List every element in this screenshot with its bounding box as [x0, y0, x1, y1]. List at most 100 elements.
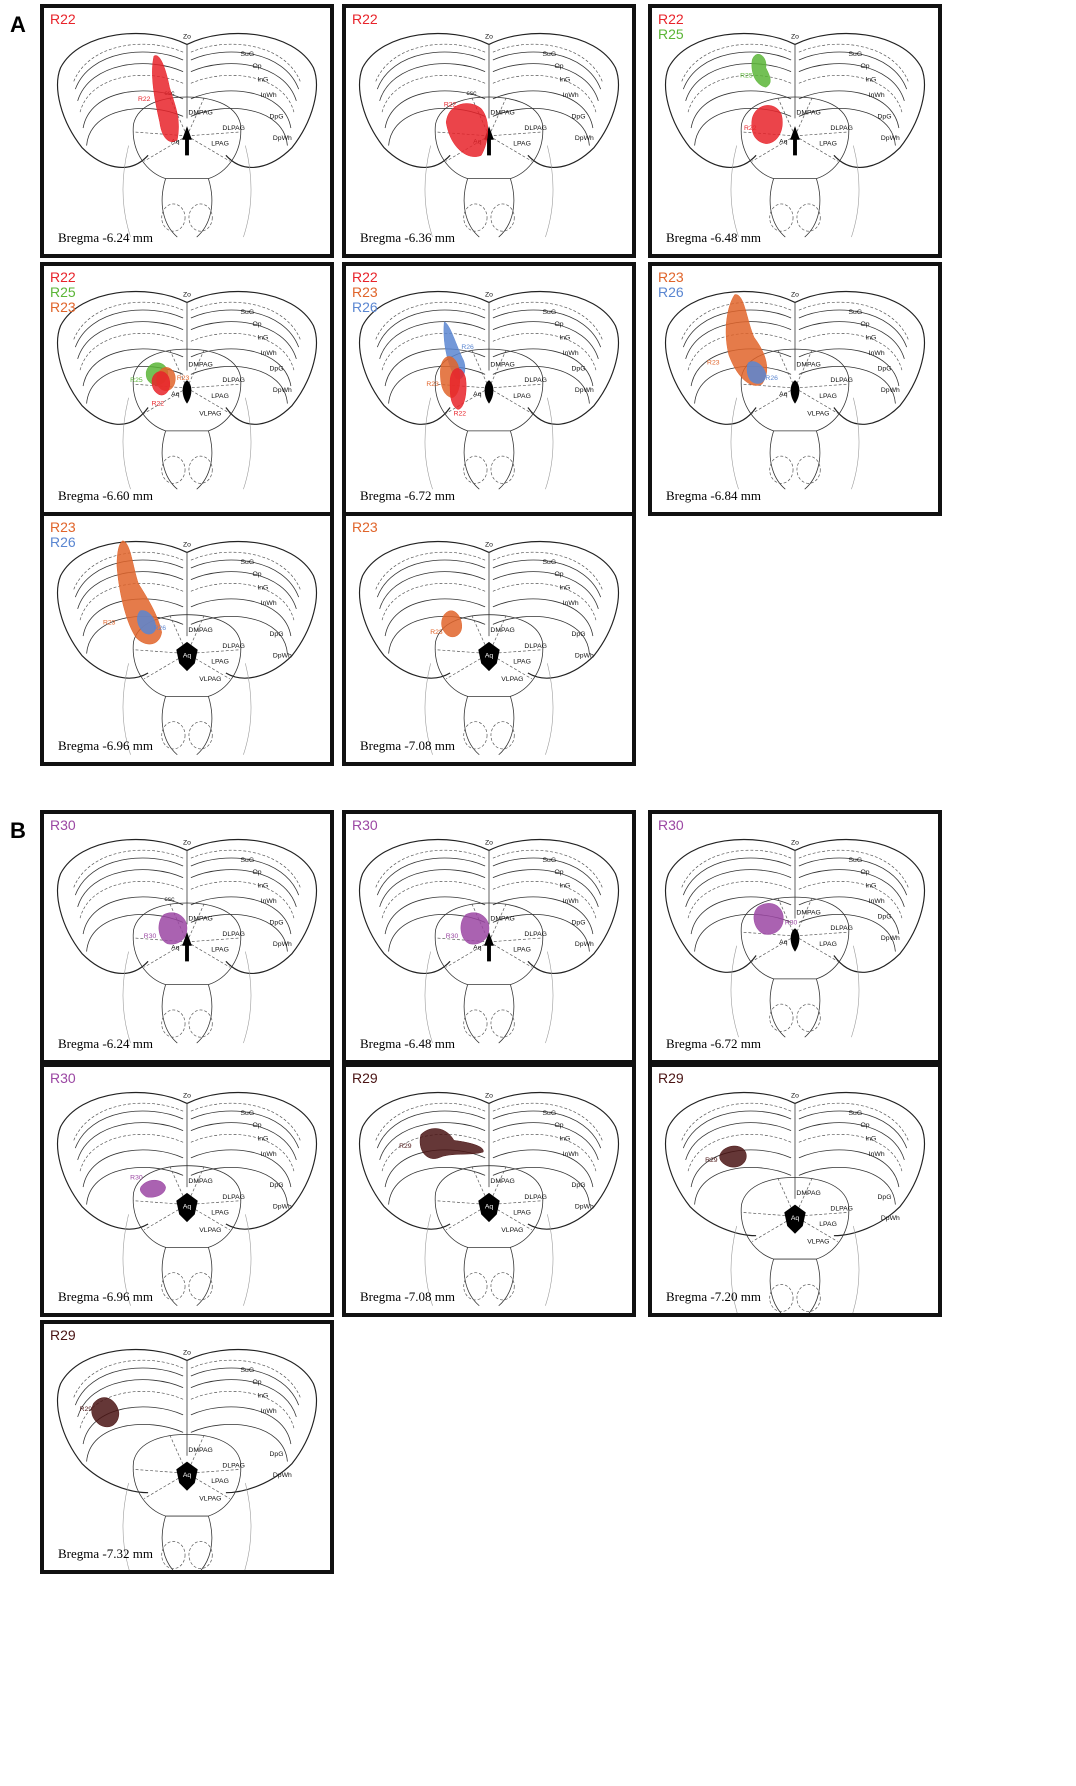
label-lpag: LPAG	[819, 1221, 837, 1228]
lesion-r22	[751, 105, 783, 144]
legend-entry-r22: R22	[50, 269, 76, 285]
label-op: Op	[555, 321, 564, 328]
coronal-section-diagram: ZoSuGOpInGInWhDpGDpWhDMPAGDLPAGLPAGVLPAG…	[57, 540, 317, 756]
lesion-label-r30: R30	[130, 1174, 143, 1181]
label-dmpag: DMPAG	[490, 915, 514, 922]
label-inwh: InWh	[261, 1151, 277, 1158]
panel-legend: R22	[352, 12, 378, 27]
label-dlpag: DLPAG	[524, 931, 547, 938]
label-inwh: InWh	[563, 350, 579, 357]
label-aq: Aq	[485, 1203, 494, 1210]
legend-entry-r23: R23	[352, 284, 378, 300]
legend-entry-r22: R22	[352, 269, 378, 285]
label-zo: Zo	[183, 840, 191, 847]
label-dpwh: DpWh	[273, 135, 292, 142]
label-ing: InG	[865, 1135, 876, 1142]
lesion-label-r22: R22	[152, 401, 165, 408]
aqueduct-shape	[478, 1192, 500, 1223]
label-sug: SuG	[543, 1110, 557, 1117]
atlas-outline	[359, 540, 619, 756]
label-inwh: InWh	[261, 1408, 277, 1415]
bregma-label: Bregma -7.20 mm	[666, 1289, 761, 1304]
coronal-section-diagram: ZoSuGOpInGInWhDpGDpWhDMPAGDLPAGLPAGAqcsc…	[57, 838, 317, 1044]
coronal-section-diagram: ZoSuGOpInGInWhDpGDpWhDMPAGDLPAGLPAGVLPAG…	[359, 1091, 619, 1307]
label-inwh: InWh	[563, 1151, 579, 1158]
label-dmpag: DMPAG	[796, 109, 820, 116]
label-dpwh: DpWh	[881, 387, 900, 394]
lesion-label-r30: R30	[785, 919, 798, 926]
atlas-outline	[57, 1348, 317, 1570]
legend-entry-r26: R26	[658, 284, 684, 300]
lesion-r25	[751, 54, 771, 88]
label-dpwh: DpWh	[881, 135, 900, 142]
atlas-outline	[57, 1091, 317, 1307]
legend-entry-r29: R29	[50, 1327, 76, 1343]
label-csc: csc	[466, 90, 477, 97]
bregma-label: Bregma -6.48 mm	[666, 230, 761, 245]
label-lpag: LPAG	[211, 393, 229, 400]
label-lpag: LPAG	[513, 947, 531, 954]
lesion-r22	[151, 371, 171, 396]
label-inwh: InWh	[261, 92, 277, 99]
label-dpwh: DpWh	[881, 935, 900, 942]
lesion-r22	[445, 103, 489, 157]
legend-entry-r30: R30	[50, 817, 76, 833]
label-dpg: DpG	[572, 631, 586, 638]
atlas-outline	[359, 290, 619, 490]
label-vlpag: VLPAG	[807, 1239, 829, 1246]
label-zo: Zo	[485, 542, 493, 549]
label-dlpag: DLPAG	[524, 643, 547, 650]
coronal-section-diagram: ZoSuGOpInGInWhDpGDpWhDMPAGDLPAGLPAGVLPAG…	[665, 290, 925, 490]
label-dpg: DpG	[270, 919, 284, 926]
label-zo: Zo	[791, 840, 799, 847]
label-dlpag: DLPAG	[222, 931, 245, 938]
label-dpg: DpG	[572, 366, 586, 373]
label-aq: Aq	[183, 1203, 192, 1210]
label-ing: InG	[865, 76, 876, 83]
label-op: Op	[555, 869, 564, 876]
label-op: Op	[861, 321, 870, 328]
lesion-label-r23: R23	[707, 360, 720, 367]
legend-entry-r22: R22	[352, 11, 378, 27]
coronal-section-diagram: ZoSuGOpInGInWhDpGDpWhDMPAGDLPAGLPAGAqR26…	[359, 290, 619, 490]
label-inwh: InWh	[869, 898, 885, 905]
coronal-section-diagram: ZoSuGOpInGInWhDpGDpWhDMPAGDLPAGLPAGAqcsc…	[359, 32, 619, 238]
label-dlpag: DLPAG	[222, 643, 245, 650]
label-op: Op	[253, 321, 262, 328]
label-dmpag: DMPAG	[796, 362, 820, 369]
label-dlpag: DLPAG	[524, 1194, 547, 1201]
label-ing: InG	[559, 76, 570, 83]
label-ing: InG	[257, 1135, 268, 1142]
label-ing: InG	[559, 334, 570, 341]
bregma-label: Bregma -6.24 mm	[58, 1036, 153, 1051]
legend-entry-r26: R26	[50, 534, 76, 550]
label-vlpag: VLPAG	[199, 1227, 221, 1234]
label-vlpag: VLPAG	[501, 1227, 523, 1234]
lesion-r23	[441, 610, 463, 638]
label-lpag: LPAG	[513, 1209, 531, 1216]
label-sug: SuG	[543, 309, 557, 316]
label-ing: InG	[865, 882, 876, 889]
lesion-r30	[460, 912, 490, 945]
label-sug: SuG	[543, 857, 557, 864]
lesion-label-r22: R22	[454, 410, 467, 417]
label-dmpag: DMPAG	[188, 915, 212, 922]
label-aq: Aq	[779, 391, 788, 398]
legend-entry-r26: R26	[352, 299, 378, 315]
label-sug: SuG	[241, 857, 255, 864]
lesion-r30	[158, 912, 188, 945]
label-inwh: InWh	[869, 1151, 885, 1158]
bregma-label: Bregma -6.72 mm	[360, 488, 455, 503]
label-dpwh: DpWh	[575, 941, 594, 948]
aqueduct-shape	[790, 928, 800, 952]
bregma-label: Bregma -6.36 mm	[360, 230, 455, 245]
atlas-outline	[665, 290, 925, 490]
label-op: Op	[861, 1122, 870, 1129]
label-dmpag: DMPAG	[490, 627, 514, 634]
